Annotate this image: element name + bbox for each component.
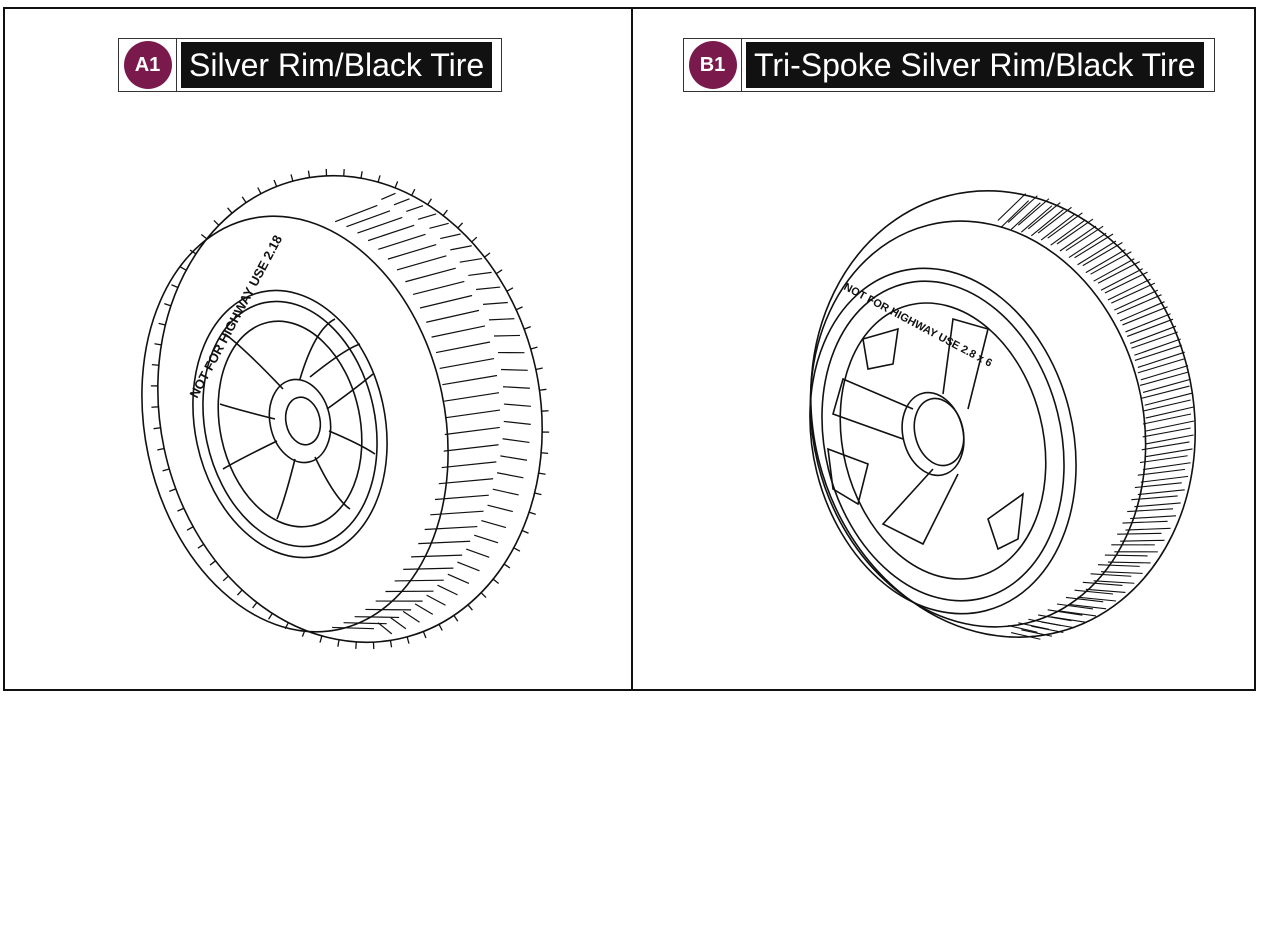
label-b1: B1 Tri-Spoke Silver Rim/Black Tire — [683, 38, 1215, 92]
label-a1: A1 Silver Rim/Black Tire — [118, 38, 502, 92]
panel-divider — [631, 9, 633, 689]
title-b1: Tri-Spoke Silver Rim/Black Tire — [746, 42, 1204, 88]
panel-b1: B1 Tri-Spoke Silver Rim/Black Tire — [633, 9, 1258, 689]
badge-cell-b1: B1 — [684, 39, 742, 91]
wheel-5-spoke-knobby-icon: NOT FOR HIGHWAY USE 2.18 — [141, 168, 550, 650]
title-a1: Silver Rim/Black Tire — [181, 42, 493, 88]
parts-diagram-frame: A1 Silver Rim/Black Tire — [3, 7, 1256, 691]
badge-cell-a1: A1 — [119, 39, 177, 91]
sidewall-text-b1: NOT FOR HIGHWAY USE 2.8 x 6 — [842, 281, 994, 370]
panel-a1: A1 Silver Rim/Black Tire — [5, 9, 629, 689]
badge-b1: B1 — [688, 41, 737, 89]
badge-a1: A1 — [123, 41, 172, 89]
wheel-tri-spoke-treaded-icon: NOT FOR HIGHWAY USE 2.8 x 6 — [809, 190, 1197, 640]
